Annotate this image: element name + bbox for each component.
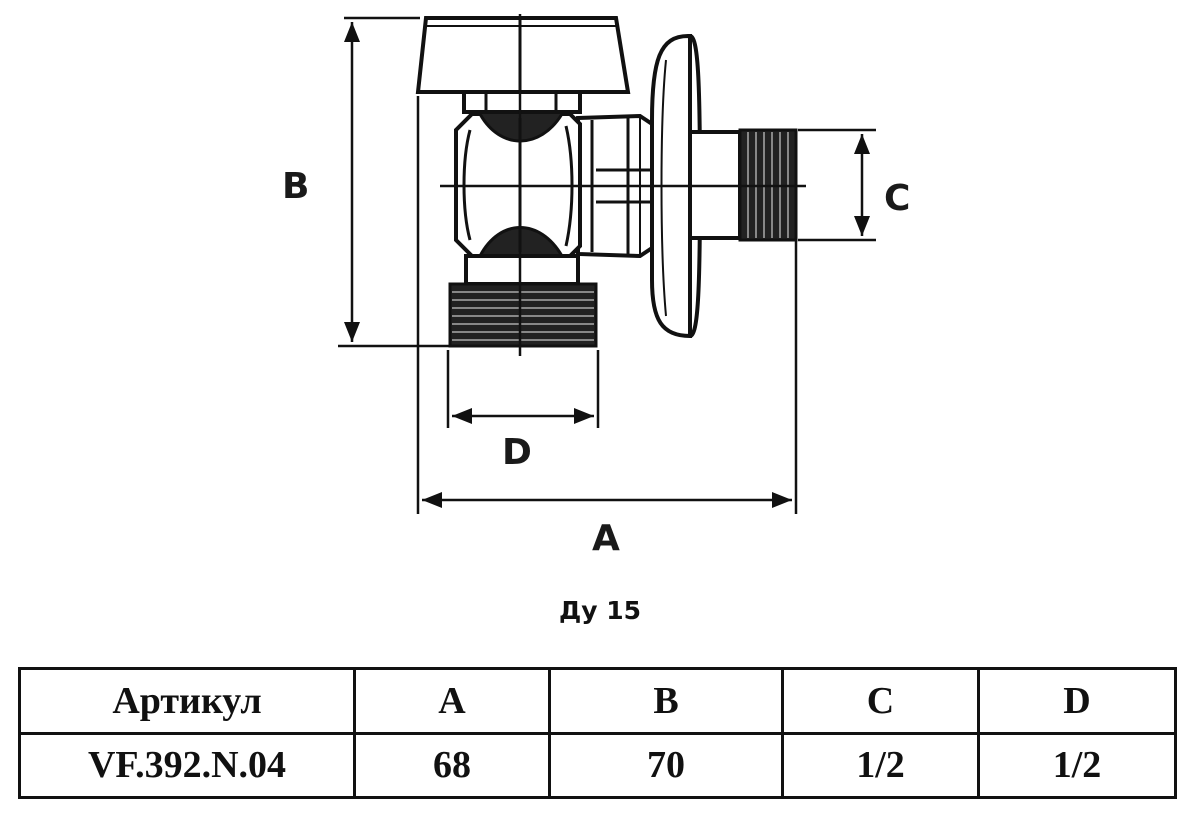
table-row: VF.392.N.04 68 70 1/2 1/2 [18, 731, 1177, 799]
cell-article: VF.392.N.04 [18, 731, 356, 799]
dimension-c [798, 128, 876, 242]
cell-b: 70 [548, 731, 784, 799]
inlet-thread [448, 254, 598, 348]
valve-drawing: B C D A [282, 14, 910, 559]
header-article: Артикул [18, 667, 356, 735]
dimension-b-label: B [282, 166, 309, 207]
valve-handle [415, 16, 631, 94]
dimension-d [446, 350, 600, 428]
header-a: A [353, 667, 551, 735]
centre-lines [440, 14, 806, 356]
cell-a: 68 [353, 731, 551, 799]
table-header-row: Артикул A B C D [18, 667, 1177, 735]
header-d: D [977, 667, 1177, 735]
header-c: C [781, 667, 980, 735]
dimension-a-label: A [592, 518, 620, 559]
diagram-caption: Ду 15 [558, 596, 642, 625]
header-b: B [548, 667, 784, 735]
cell-d: 1/2 [977, 731, 1177, 799]
dimension-d-label: D [502, 432, 532, 473]
dimension-c-label: C [884, 178, 910, 219]
spec-table: Артикул A B C D VF.392.N.04 68 70 1/2 1/… [18, 667, 1177, 799]
dimension-b [338, 16, 452, 348]
dimension-a [416, 96, 798, 514]
cell-c: 1/2 [781, 731, 980, 799]
